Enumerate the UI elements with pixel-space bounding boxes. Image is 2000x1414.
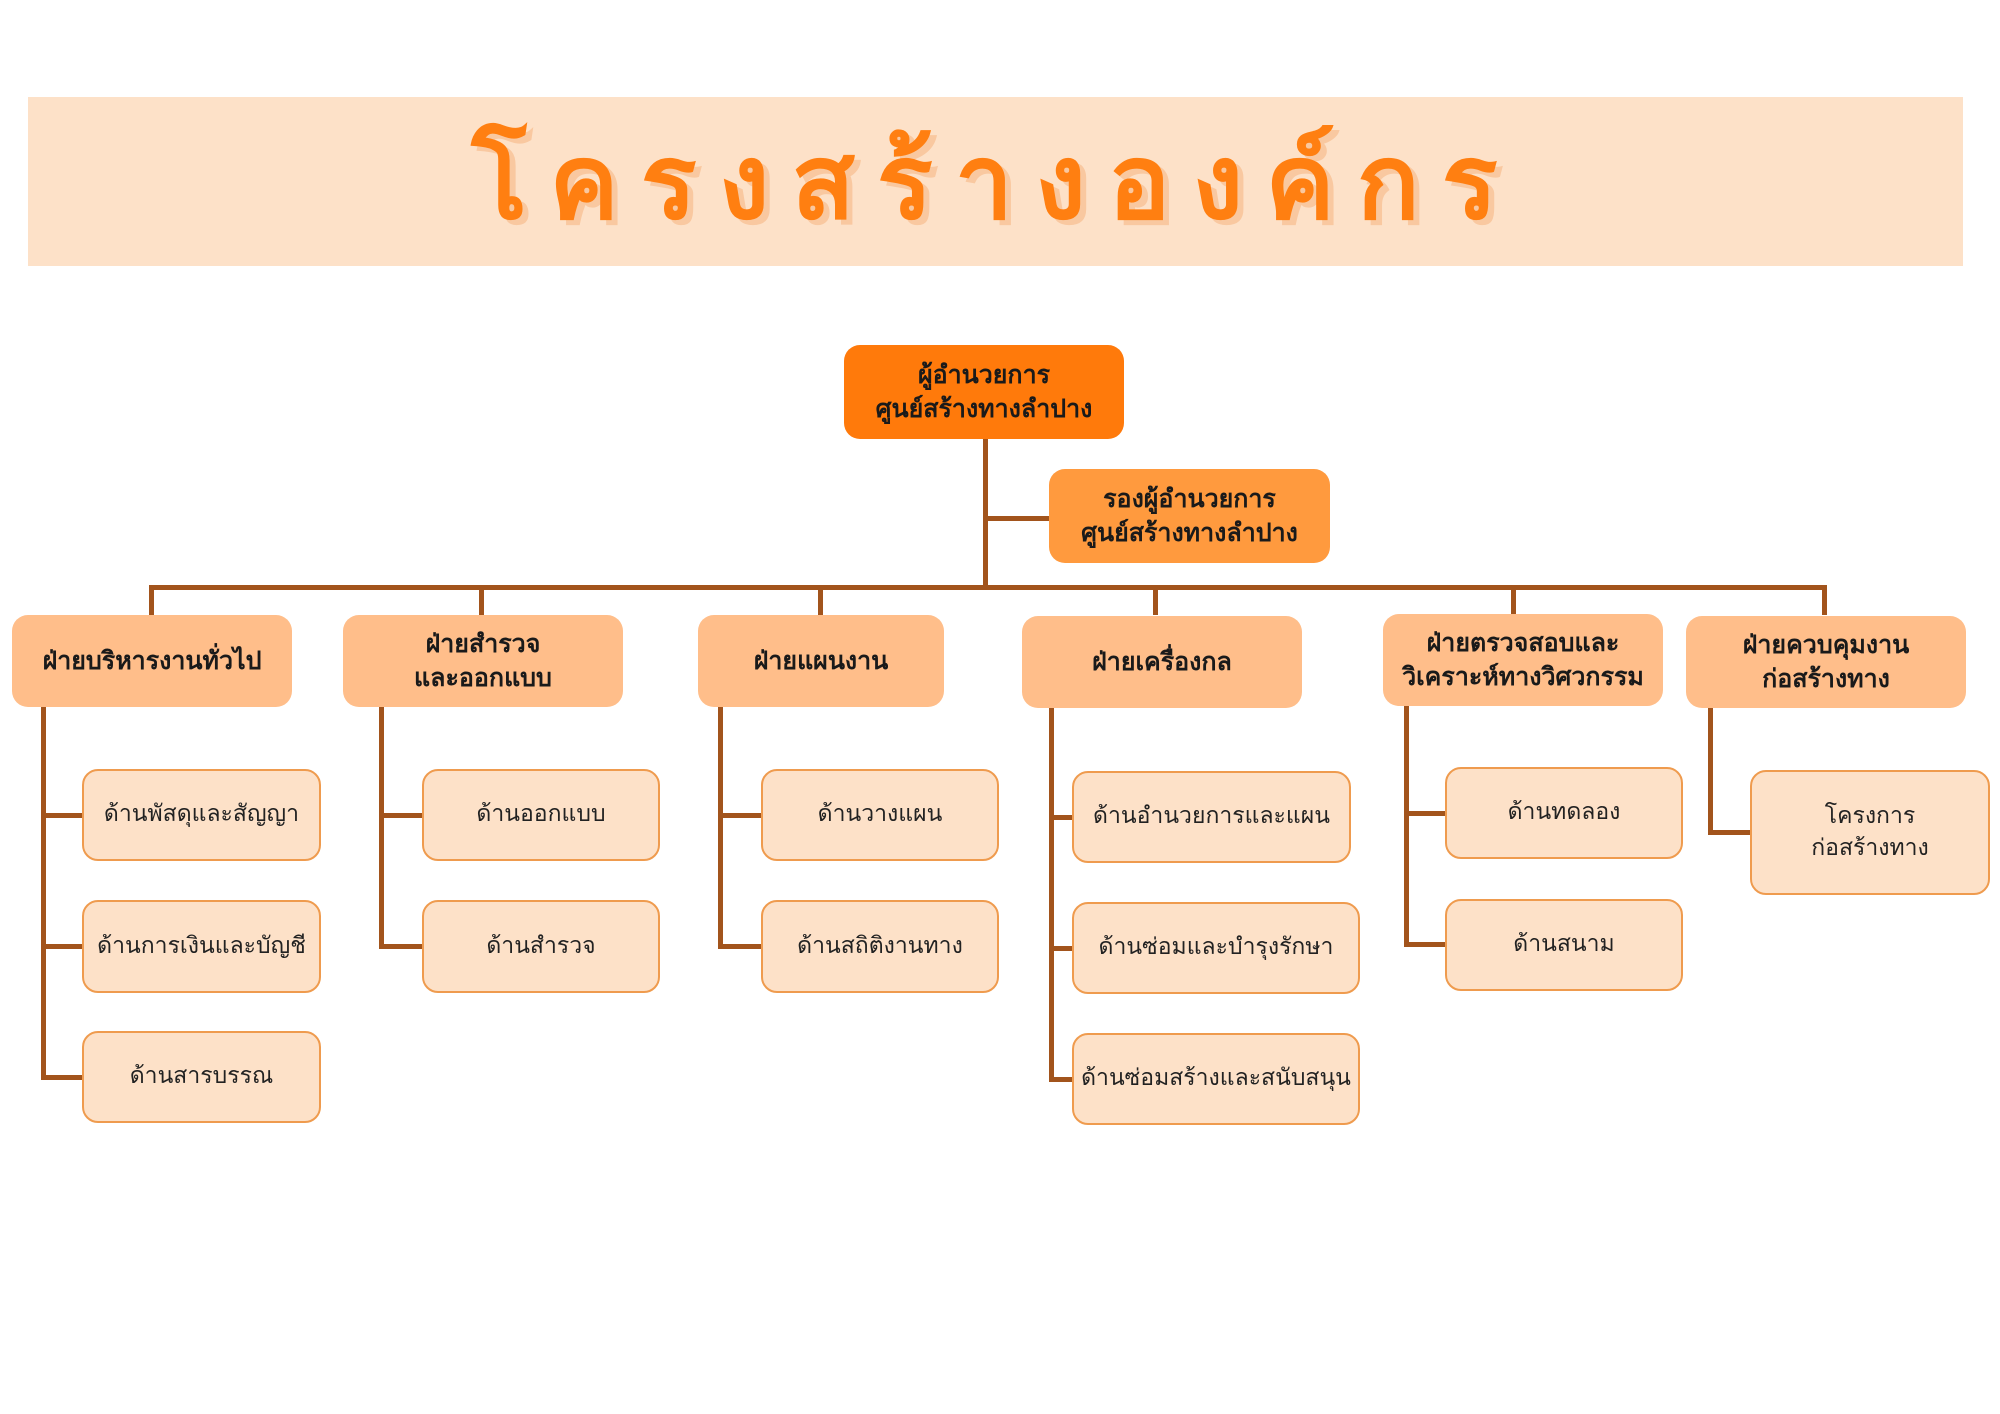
- connector-line: [1049, 815, 1072, 820]
- unit-label: ด้านสารบรรณ: [129, 1063, 274, 1090]
- unit-label: ด้านการเงินและบัญชี: [97, 932, 306, 959]
- connector-line: [379, 707, 384, 949]
- connector-line: [1708, 707, 1713, 835]
- unit-node: ด้านสารบรรณ: [82, 1031, 321, 1123]
- connector-line: [1049, 946, 1072, 951]
- unit-node: ด้านสนาม: [1445, 899, 1683, 991]
- page-title: โครงสร้างองค์กร: [471, 121, 1520, 243]
- division-node: ฝ่ายสำรวจ และออกแบบ: [343, 615, 623, 707]
- unit-node: ด้านสำรวจ: [422, 900, 660, 993]
- connector-line: [41, 813, 82, 818]
- director-label: ผู้อำนวยการ ศูนย์สร้างทางลำปาง: [875, 360, 1093, 423]
- connector-line: [1404, 705, 1409, 947]
- deputy-director-node: รองผู้อำนวยการ ศูนย์สร้างทางลำปาง: [1049, 469, 1330, 563]
- unit-label: ด้านอำนวยการและแผน: [1093, 803, 1330, 830]
- division-label: ฝ่ายตรวจสอบและ วิเคราะห์ทางวิศวกรรม: [1402, 628, 1644, 691]
- connector-line: [1822, 585, 1827, 615]
- connector-line: [718, 813, 761, 818]
- unit-node: ด้านซ่อมและบำรุงรักษา: [1072, 902, 1360, 994]
- connector-line: [1404, 811, 1445, 816]
- unit-label: ด้านซ่อมและบำรุงรักษา: [1098, 934, 1334, 961]
- unit-node: ด้านออกแบบ: [422, 769, 660, 861]
- unit-label: ด้านสนาม: [1513, 931, 1615, 958]
- connector-line: [379, 813, 422, 818]
- title-banner: โครงสร้างองค์กร: [28, 97, 1963, 266]
- connector-line: [41, 707, 46, 1079]
- connector-line: [1404, 942, 1445, 947]
- connector-line: [1049, 707, 1054, 1081]
- division-node: ฝ่ายแผนงาน: [698, 615, 944, 707]
- unit-label: ด้านพัสดุและสัญญา: [103, 801, 300, 828]
- connector-line: [718, 944, 761, 949]
- division-label: ฝ่ายสำรวจ และออกแบบ: [414, 629, 552, 692]
- unit-label: ด้านวางแผน: [817, 801, 943, 828]
- connector-line: [985, 516, 1049, 521]
- division-label: ฝ่ายแผนงาน: [753, 646, 889, 676]
- connector-line: [983, 439, 988, 590]
- connector-line: [818, 585, 823, 615]
- connector-line: [479, 585, 484, 615]
- connector-line: [1153, 585, 1158, 615]
- division-node: ฝ่ายเครื่องกล: [1022, 616, 1302, 708]
- unit-node: ด้านซ่อมสร้างและสนับสนุน: [1072, 1033, 1360, 1125]
- deputy-label: รองผู้อำนวยการ ศูนย์สร้างทางลำปาง: [1081, 484, 1298, 547]
- connector-line: [1511, 585, 1516, 615]
- unit-node: ด้านสถิติงานทาง: [761, 900, 999, 993]
- connector-line: [718, 707, 723, 949]
- connector-line: [41, 1075, 82, 1080]
- division-label: ฝ่ายควบคุมงาน ก่อสร้างทาง: [1742, 630, 1910, 693]
- connector-line: [149, 585, 154, 615]
- division-label: ฝ่ายเครื่องกล: [1092, 647, 1232, 677]
- unit-label: ด้านออกแบบ: [476, 801, 606, 828]
- connector-line: [1049, 1077, 1072, 1082]
- unit-label: โครงการ ก่อสร้างทาง: [1811, 803, 1929, 861]
- connector-line: [1708, 830, 1750, 835]
- unit-label: ด้านทดลอง: [1507, 799, 1621, 826]
- unit-label: ด้านสถิติงานทาง: [797, 932, 963, 959]
- division-node: ฝ่ายบริหารงานทั่วไป: [12, 615, 292, 707]
- unit-node: ด้านทดลอง: [1445, 767, 1683, 859]
- division-node: ฝ่ายตรวจสอบและ วิเคราะห์ทางวิศวกรรม: [1383, 614, 1663, 706]
- director-node: ผู้อำนวยการ ศูนย์สร้างทางลำปาง: [844, 345, 1124, 439]
- division-node: ฝ่ายควบคุมงาน ก่อสร้างทาง: [1686, 616, 1966, 708]
- unit-node: ด้านอำนวยการและแผน: [1072, 771, 1351, 863]
- connector-line: [41, 944, 82, 949]
- connector-line: [149, 585, 1827, 590]
- unit-node: โครงการ ก่อสร้างทาง: [1750, 770, 1990, 895]
- connector-line: [379, 944, 422, 949]
- unit-node: ด้านการเงินและบัญชี: [82, 900, 321, 993]
- unit-node: ด้านวางแผน: [761, 769, 999, 861]
- division-label: ฝ่ายบริหารงานทั่วไป: [42, 646, 262, 676]
- unit-node: ด้านพัสดุและสัญญา: [82, 769, 321, 861]
- unit-label: ด้านซ่อมสร้างและสนับสนุน: [1081, 1065, 1351, 1092]
- unit-label: ด้านสำรวจ: [486, 932, 596, 959]
